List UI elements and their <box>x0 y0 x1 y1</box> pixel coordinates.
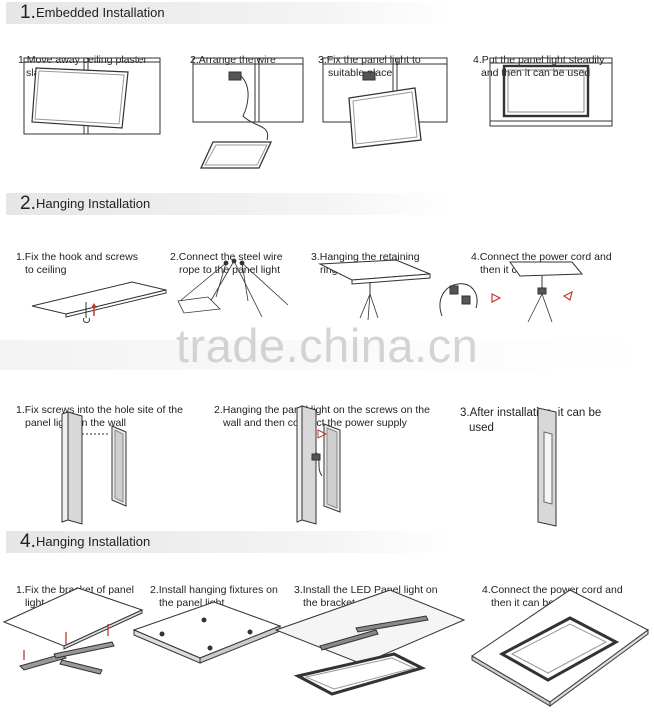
section-2-number: 2. <box>20 193 36 215</box>
s2-step2-illustration <box>176 257 296 321</box>
section-1-header: 1. Embedded Installation <box>6 2 454 24</box>
s2-step1-illustration <box>32 276 172 322</box>
s2-step4-illustration <box>432 260 582 324</box>
s1-step3-illustration <box>323 58 449 152</box>
section-1-number: 1. <box>20 2 36 24</box>
s3-step3-illustration <box>536 406 566 528</box>
section-4-number: 4. <box>20 531 36 553</box>
s3-step1-illustration <box>60 410 140 526</box>
section-2-header: 2. Hanging Installation <box>6 193 454 215</box>
s1-step2-illustration <box>193 58 305 176</box>
s1-step1-illustration <box>24 58 164 138</box>
s4-step4-illustration <box>472 590 650 708</box>
s2-step3-illustration <box>318 260 432 322</box>
s4-step3-illustration <box>276 590 466 714</box>
section-4-title: Hanging Installation <box>36 534 150 549</box>
s3-step2-illustration <box>296 404 360 526</box>
section-2-title: Hanging Installation <box>36 196 150 211</box>
section-1-title: Embedded Installation <box>36 5 165 20</box>
section-4-header: 4. Hanging Installation <box>6 531 454 553</box>
s4-step1-illustration <box>4 588 144 688</box>
watermark: trade.china.cn <box>176 318 478 373</box>
s4-step2-illustration <box>134 596 284 680</box>
s1-step4-illustration <box>490 58 614 130</box>
